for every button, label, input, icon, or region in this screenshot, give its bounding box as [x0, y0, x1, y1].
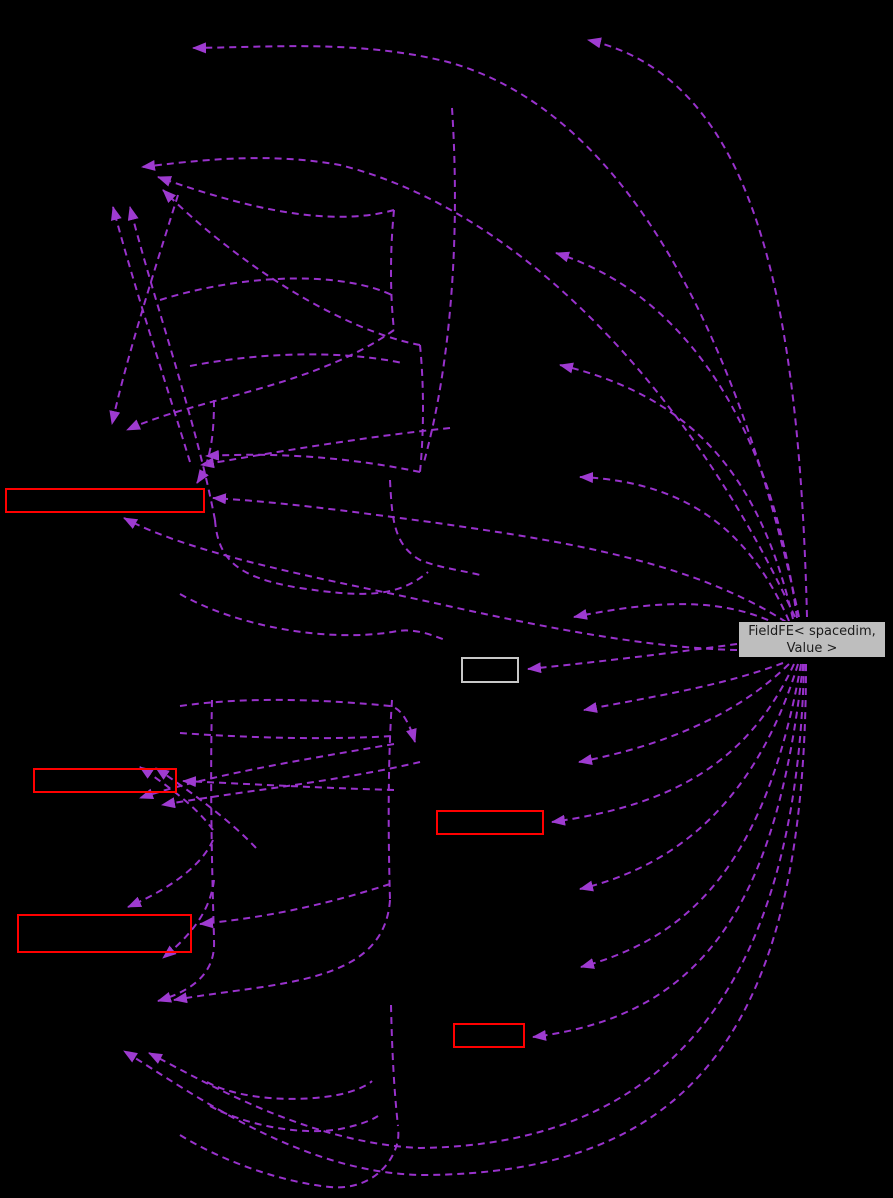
dependency-edge-8 [527, 643, 738, 674]
dependency-edge-11 [551, 663, 795, 826]
dependency-edge-14 [532, 663, 804, 1041]
dependency-edge-37 [179, 732, 393, 740]
dependency-edge-20 [162, 189, 421, 346]
dependency-edge-52 [179, 1127, 400, 1189]
dependency-edge-29 [419, 344, 424, 473]
dependency-edge-44 [161, 761, 421, 809]
dependency-edge-3 [141, 157, 796, 618]
white-node-1[interactable] [461, 657, 519, 683]
dependency-edge-30 [423, 107, 456, 463]
dependency-edge-48 [173, 899, 391, 1004]
dependency-edge-2 [192, 42, 800, 618]
dependency-edge-33 [214, 519, 429, 595]
dependency-edge-5 [559, 362, 794, 620]
dependency-edge-40 [127, 839, 214, 908]
dependency-edge-35 [389, 479, 481, 576]
dependency-edge-34 [179, 593, 446, 641]
dependency-edge-28 [390, 209, 395, 331]
dependency-edge-26 [200, 427, 451, 469]
dependency-edge-24 [126, 329, 395, 431]
dependency-edge-46 [199, 883, 391, 929]
red-node-4[interactable] [17, 914, 192, 953]
dependency-edge-23 [109, 194, 179, 425]
dependency-edge-17 [212, 493, 787, 623]
dependency-edge-12 [579, 663, 799, 892]
dependency-edge-1 [587, 37, 808, 618]
dependency-edge-27 [196, 399, 215, 484]
dependency-edge-6 [579, 472, 790, 622]
dependency-edge-31 [159, 277, 395, 301]
dependency-edge-50 [206, 1080, 373, 1100]
dependency-edge-45 [182, 776, 395, 791]
dependency-edge-21 [111, 206, 191, 463]
dependency-edge-10 [578, 663, 790, 765]
dependency-edge-38 [210, 699, 215, 939]
dependency-edge-16 [148, 663, 805, 1150]
dependency-edge-22 [127, 206, 216, 521]
dependency-edge-15 [123, 663, 807, 1177]
dependency-edge-19 [157, 176, 395, 218]
dependency-edge-13 [580, 663, 802, 969]
main-node-label-line1: FieldFE< spacedim, [748, 623, 876, 639]
main-node-label-line2: Value > [786, 640, 838, 656]
dependency-edge-32 [189, 353, 403, 367]
dependency-edge-9 [583, 662, 784, 713]
dependency-edge-49 [387, 699, 393, 901]
dependency-edge-18 [123, 517, 738, 651]
dependency-edge-36 [179, 698, 417, 743]
dependency-edge-51 [209, 1105, 379, 1133]
red-node-5[interactable] [453, 1023, 525, 1048]
red-node-1[interactable] [5, 488, 205, 513]
dependency-edge-43 [139, 743, 395, 800]
main-node-fieldfe: FieldFE< spacedim, Value > [738, 621, 886, 658]
red-node-2[interactable] [33, 768, 177, 793]
dependency-edge-4 [555, 251, 798, 619]
dependency-edge-25 [205, 449, 421, 473]
dependency-edge-53 [390, 1004, 399, 1127]
red-node-3[interactable] [436, 810, 544, 835]
